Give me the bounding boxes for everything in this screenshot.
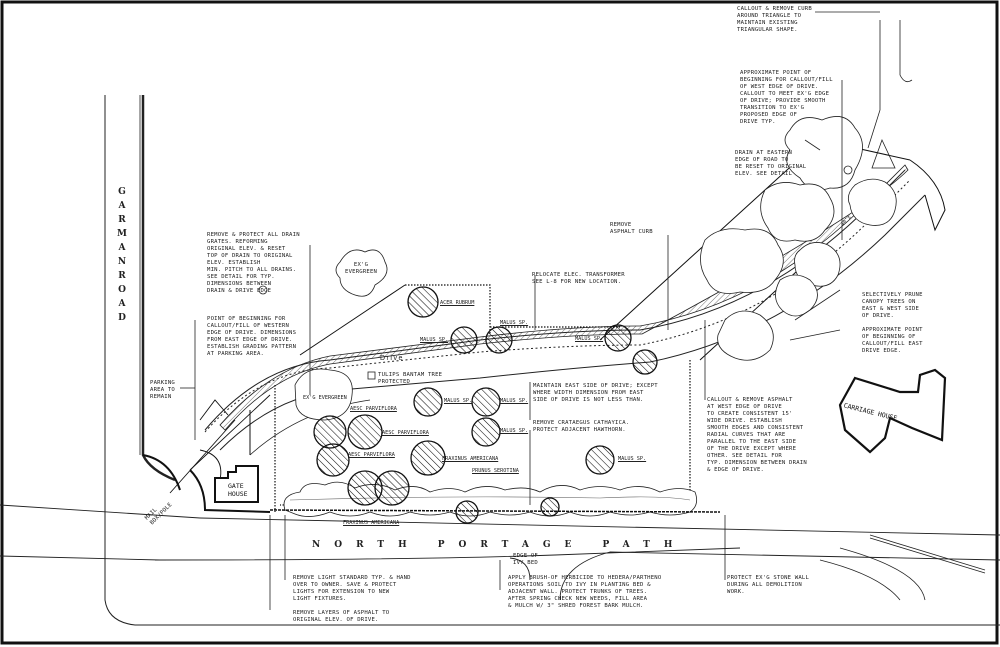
north-road	[867, 20, 913, 149]
malus-label-1: MALUS SP.	[420, 337, 449, 343]
fraxinus-label-2: FRAXINUS AMERICANA	[343, 520, 400, 526]
gate-house	[214, 465, 259, 503]
malus-label-5: MALUS SP.	[500, 398, 529, 404]
note-apply-herbicide: APPLY BRUSH-OF HERBICIDE TO HEDERA/PARTH…	[508, 575, 662, 609]
triangle-island	[871, 138, 896, 169]
tulip-tree-label: TULIPS BANTAM TREE PROTECTED	[378, 372, 443, 385]
note-maintain-east: MAINTAIN EAST SIDE OF DRIVE; EXCEPT WHER…	[533, 383, 658, 403]
note-relocate-transformer: RELOCATE ELEC. TRANSFORMER SEE L-8 FOR N…	[532, 272, 625, 285]
malus-label-6: MALUS SP.	[500, 428, 529, 434]
note-triangle-curb: CALLOUT & REMOVE CURB AROUND TRIANGLE TO…	[737, 6, 812, 33]
carriage-house	[838, 368, 947, 454]
note-remove-crataegus: REMOVE CRATAEGUS CATHAYICA. PROTECT ADJA…	[533, 420, 630, 433]
note-selectively-prune: SELECTIVELY PRUNE CANOPY TREES ON EAST &…	[862, 292, 923, 319]
note-point-beginning: POINT OF BEGINNING FOR CALLOUT/FILL OF W…	[207, 316, 297, 357]
boundary-lines	[274, 284, 691, 512]
prunus-label: PRUNUS SEROTINA	[472, 468, 519, 474]
existing-evergreen-label-2: EX'G EVERGREEN	[345, 262, 378, 275]
aesc-parviflora-label-3: AESC PARVIFLORA	[348, 452, 395, 458]
note-parking-area: PARKING AREA TO REMAIN	[150, 380, 175, 400]
note-protect-stone-wall: PROTECT EX'G STONE WALL DURING ALL DEMOL…	[727, 575, 810, 595]
note-remove-asphalt-curb: REMOVE ASPHALT CURB	[610, 222, 653, 235]
note-approx-begin: APPROXIMATE POINT OF BEGINNING FOR CALLO…	[740, 70, 833, 125]
garman-road-label: GARMAN ROAD	[117, 187, 127, 323]
fraxinus-label-1: FRAXINUS AMERICANA	[442, 456, 499, 462]
existing-trees	[294, 116, 897, 421]
north-portage-path	[0, 504, 1000, 601]
proposed-trees	[313, 286, 658, 524]
malus-label-3: MALUS SP.	[575, 336, 604, 342]
transformer-symbol	[367, 371, 376, 380]
detail-symbol-2	[258, 285, 268, 295]
plan-symbols	[258, 165, 853, 380]
detail-symbol	[843, 165, 853, 175]
gate-house-label: GATE HOUSE	[228, 482, 248, 498]
malus-label-4: MALUS SP.	[444, 398, 473, 404]
note-approx-point-east: APPROXIMATE POINT OF BEGINNING OF CALLOU…	[862, 327, 923, 354]
aesc-parviflora-label-1: AESC PARVIFLORA	[350, 406, 397, 412]
malus-label-7: MALUS SP.	[618, 456, 647, 462]
note-remove-light: REMOVE LIGHT STANDARD TYP. & HAND OVER T…	[293, 575, 411, 602]
aesc-parviflora-label-2: AESC PARVIFLORA	[382, 430, 429, 436]
drive-label: Drive	[380, 355, 404, 362]
note-remove-layers: REMOVE LAYERS OF ASPHALT TO ORIGINAL ELE…	[293, 610, 390, 623]
existing-evergreen-label: EX'G EVERGREEN	[303, 395, 347, 401]
acer-rubrum-label: ACER RUBRUM	[440, 300, 475, 306]
leader-lines	[180, 11, 880, 610]
note-edge-ivy: EDGE OF IVY BED	[513, 553, 538, 566]
note-remove-protect-drain: REMOVE & PROTECT ALL DRAIN GRATES. REFOR…	[207, 232, 300, 294]
north-portage-path-label: NORTH PORTAGE PATH	[312, 540, 687, 550]
note-callout-remove-asphalt: CALLOUT & REMOVE ASPHALT AT WEST EDGE OF…	[707, 397, 807, 473]
stone-wall	[269, 509, 721, 513]
note-drain-raise: DRAIN AT EASTERN EDGE OF ROAD TO BE RESE…	[735, 150, 807, 177]
malus-label-2: MALUS SP.	[500, 320, 529, 326]
